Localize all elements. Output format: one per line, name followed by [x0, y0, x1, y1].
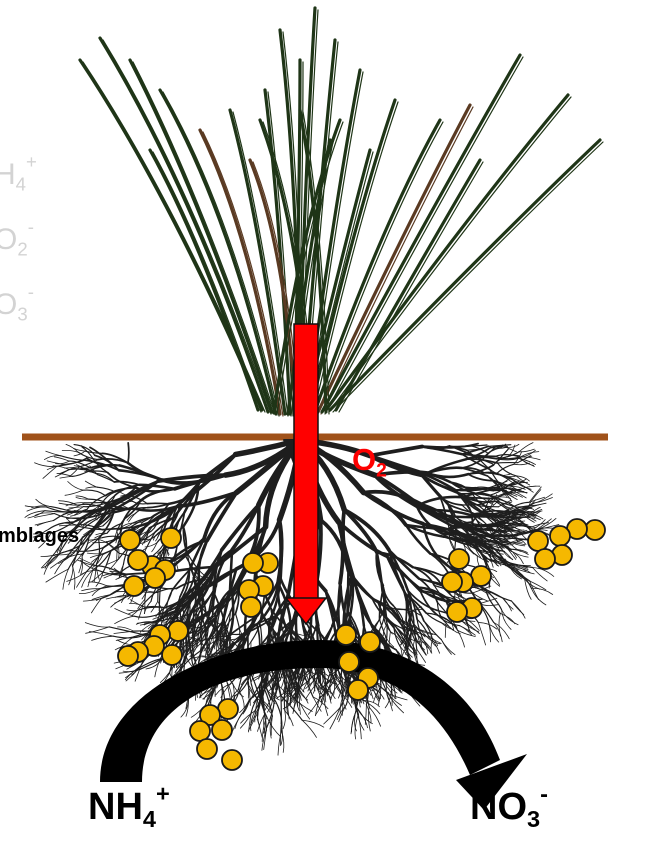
- nitrate-label: NO3-: [470, 788, 548, 826]
- grass-icon: [80, 8, 603, 416]
- ammonium-label: NH4+: [88, 788, 170, 826]
- assemblages-label: mblages: [0, 525, 79, 548]
- oxygen-label: O2: [352, 444, 387, 475]
